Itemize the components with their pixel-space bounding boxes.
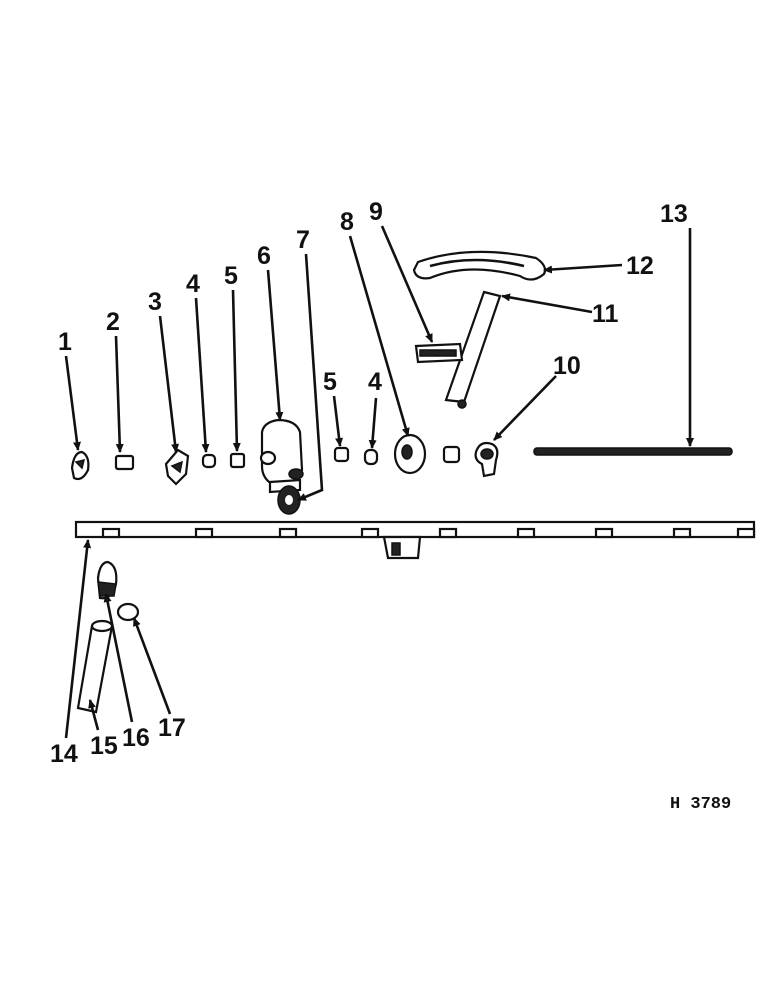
- part-4-nut-right: [363, 448, 379, 466]
- callout-6: 6: [257, 242, 271, 270]
- part-3-bracket: [164, 448, 190, 486]
- part-10-knob: [474, 441, 499, 478]
- leader-15: [88, 699, 100, 731]
- part-14-bar: [74, 520, 756, 560]
- callout-11: 11: [592, 300, 619, 328]
- callout-17: 17: [158, 714, 186, 742]
- callout-7: 7: [296, 226, 310, 254]
- leader-7: [297, 253, 324, 502]
- callout-16: 16: [122, 724, 150, 752]
- callout-4-left: 4: [186, 270, 200, 298]
- part-16-fitting: [96, 560, 118, 600]
- callout-8: 8: [340, 208, 354, 236]
- part-13-rod: [533, 447, 733, 456]
- callout-14: 14: [50, 740, 78, 768]
- part-1-clip: [70, 450, 90, 481]
- leader-12: [543, 263, 623, 274]
- leader-8: [348, 235, 410, 437]
- callout-13: 13: [660, 200, 688, 228]
- part-12-guard: [412, 250, 547, 281]
- leader-5-right: [332, 395, 344, 447]
- leader-4-right: [368, 397, 378, 449]
- callout-10: 10: [553, 352, 581, 380]
- part-5-spacer-left: [229, 452, 246, 469]
- part-11-arm: [444, 290, 502, 409]
- callout-1: 1: [58, 328, 72, 356]
- part-9-plate: [414, 342, 464, 364]
- leader-4-left: [194, 297, 210, 453]
- leader-3: [158, 315, 180, 453]
- part-15-tube: [76, 619, 114, 714]
- leader-1: [64, 355, 81, 451]
- leader-9: [380, 225, 434, 343]
- part-7-gear: [277, 485, 301, 515]
- callout-2: 2: [106, 308, 120, 336]
- callout-3: 3: [148, 288, 162, 316]
- part-4-nut-left: [201, 453, 217, 469]
- callout-5-right: 5: [323, 368, 337, 396]
- leader-16: [103, 593, 134, 723]
- part-2-block: [114, 454, 135, 471]
- leader-6: [266, 269, 284, 421]
- callout-15: 15: [90, 732, 118, 760]
- callout-4-right: 4: [368, 368, 382, 396]
- leader-10: [493, 375, 557, 441]
- part-spacer-small: [442, 445, 461, 464]
- leader-2: [114, 335, 124, 453]
- callout-5-left: 5: [224, 262, 238, 290]
- leader-5-left: [231, 289, 241, 452]
- leader-17: [132, 617, 172, 715]
- part-17-cap: [116, 602, 140, 622]
- callout-12: 12: [626, 252, 654, 280]
- drawing-code: H 3789: [670, 795, 731, 814]
- part-5-spacer-right: [333, 446, 350, 463]
- callout-9: 9: [369, 198, 383, 226]
- part-8-disc: [393, 433, 427, 475]
- leader-11: [501, 293, 593, 314]
- leader-14: [64, 539, 92, 739]
- part-6-housing: [259, 418, 304, 494]
